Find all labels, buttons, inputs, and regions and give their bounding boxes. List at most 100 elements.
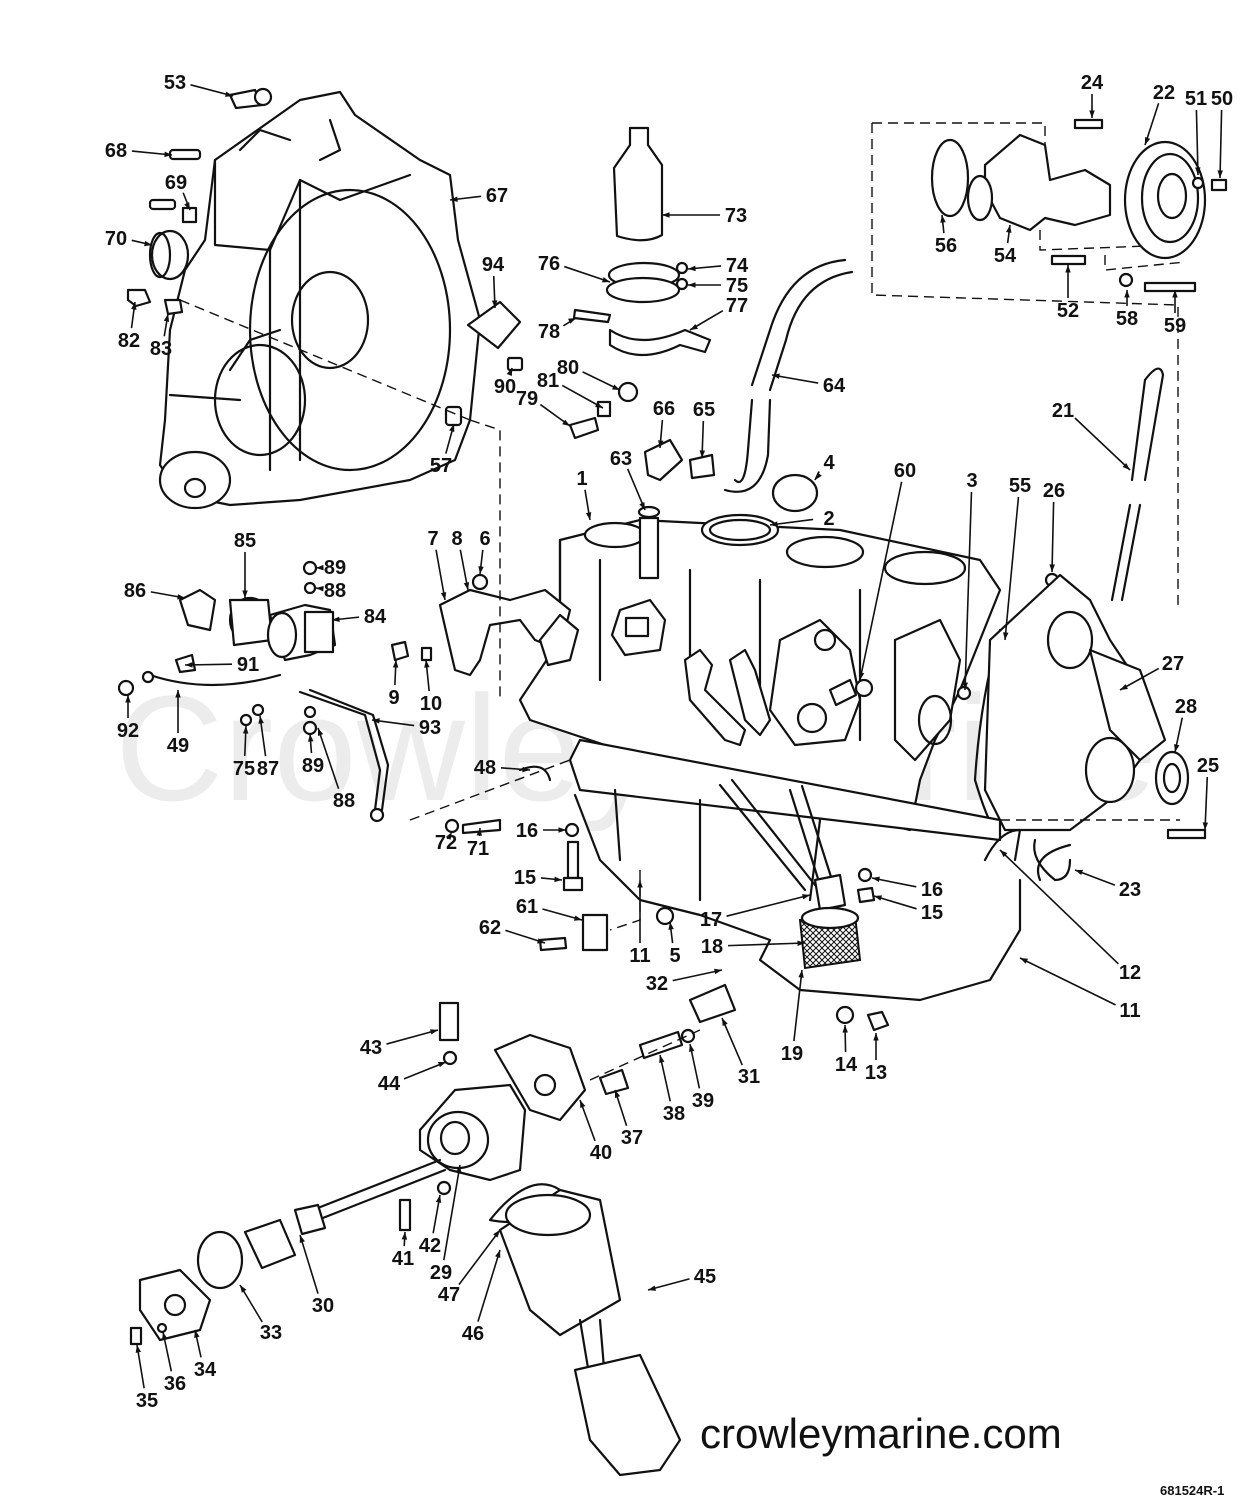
callout-label: 15 xyxy=(921,902,943,924)
callout-arrowhead xyxy=(175,690,181,698)
callout-leader xyxy=(403,1061,447,1080)
callout-arrowhead xyxy=(438,1062,446,1068)
callout-label: 64 xyxy=(823,375,846,397)
manifold-drawing xyxy=(438,573,580,677)
callout-leader xyxy=(443,1164,461,1261)
callout-label: 44 xyxy=(378,1073,401,1095)
callout-label: 5 xyxy=(669,945,680,967)
callout-label: 72 xyxy=(435,832,457,854)
callout-arrowhead xyxy=(225,91,233,97)
callout-label: 89 xyxy=(302,755,324,777)
callout-label: 71 xyxy=(467,838,489,860)
callout-leader xyxy=(964,491,973,691)
callout-arrowhead xyxy=(602,277,610,283)
callout-arrowhead xyxy=(874,895,882,901)
callout-arrowhead xyxy=(1065,265,1071,273)
callout-arrowhead xyxy=(240,1285,247,1293)
hose-drawing xyxy=(723,258,854,513)
callout-arrowhead xyxy=(568,318,576,324)
callout-arrowhead xyxy=(424,660,430,668)
callout-label: 78 xyxy=(538,321,560,343)
callout-label: 93 xyxy=(419,717,441,739)
callout-label: 80 xyxy=(557,357,579,379)
callout-leader xyxy=(184,663,233,666)
callout-arrowhead xyxy=(1202,822,1209,830)
callout-arrowhead xyxy=(1174,744,1180,752)
callout-label: 60 xyxy=(894,460,916,482)
callout-arrowhead xyxy=(1120,684,1128,690)
callout-arrowhead xyxy=(858,672,865,680)
callout-label: 28 xyxy=(1175,696,1197,718)
callout-leader xyxy=(1074,417,1131,471)
callout-label: 7 xyxy=(427,528,438,550)
callout-label: 47 xyxy=(438,1284,460,1306)
callout-leader xyxy=(1051,501,1055,573)
callout-leader xyxy=(793,969,803,1042)
callout-label: 1 xyxy=(576,468,587,490)
callout-label: 94 xyxy=(482,254,505,276)
callout-arrowhead xyxy=(554,876,562,883)
callout-label: 54 xyxy=(994,245,1017,267)
callout-arrowhead xyxy=(699,450,706,458)
callout-arrowhead xyxy=(1144,137,1151,145)
callout-leader xyxy=(317,727,340,789)
callout-arrowhead xyxy=(184,202,190,210)
callout-arrowhead xyxy=(392,660,399,668)
callout-arrowhead xyxy=(491,300,498,308)
callout-leader xyxy=(689,1043,701,1089)
callout-label: 61 xyxy=(516,896,538,918)
callout-arrowhead xyxy=(690,324,698,330)
callout-arrowhead xyxy=(658,440,664,448)
callout-arrowhead xyxy=(842,1025,848,1033)
callout-arrowhead xyxy=(435,1195,442,1203)
callout-label: 91 xyxy=(237,654,259,676)
callout-arrowhead xyxy=(689,1044,695,1052)
callout-label: 79 xyxy=(516,388,538,410)
callout-label: 67 xyxy=(486,185,508,207)
oil-pan-drawing xyxy=(568,738,1072,1002)
callout-leader xyxy=(564,265,611,283)
callout-arrowhead xyxy=(562,419,570,426)
callout-label: 8 xyxy=(451,528,462,550)
callout-label: 40 xyxy=(590,1142,612,1164)
callout-arrowhead xyxy=(307,734,314,742)
callout-arrowhead xyxy=(242,726,249,734)
callout-leader xyxy=(1219,109,1223,179)
callout-label: 82 xyxy=(118,330,140,352)
callout-arrowhead xyxy=(1122,462,1130,470)
callout-label: 92 xyxy=(117,720,139,742)
callout-label: 31 xyxy=(738,1066,760,1088)
callout-arrowhead xyxy=(612,384,620,390)
callout-arrowhead xyxy=(463,582,470,590)
callout-label: 75 xyxy=(233,758,255,780)
callout-arrowhead xyxy=(648,1285,656,1291)
callout-arrowhead xyxy=(455,1165,462,1173)
callout-arrowhead xyxy=(493,1230,500,1238)
callout-arrowhead xyxy=(316,586,324,592)
callout-label: 65 xyxy=(693,399,715,421)
callout-arrowhead xyxy=(1075,869,1083,876)
callout-label: 21 xyxy=(1052,400,1074,422)
starter-side-parts xyxy=(117,560,552,823)
callout-arrowhead xyxy=(317,728,324,736)
callout-label: 87 xyxy=(257,758,279,780)
callout-label: 16 xyxy=(921,879,943,901)
callout-arrowhead xyxy=(162,1332,168,1340)
callout-label: 26 xyxy=(1043,480,1065,502)
callout-arrowhead xyxy=(798,970,804,978)
callout-label: 23 xyxy=(1119,879,1141,901)
callout-leader xyxy=(771,374,819,384)
callout-arrowhead xyxy=(1020,958,1028,964)
callout-arrowhead xyxy=(440,592,447,600)
callout-arrowhead xyxy=(258,716,264,724)
callout-arrowhead xyxy=(558,827,566,833)
callout-label: 4 xyxy=(823,452,835,474)
callout-arrowhead xyxy=(194,1330,200,1338)
timing-cover-drawing xyxy=(973,573,1207,840)
callout-label: 57 xyxy=(430,455,452,477)
callout-arrowhead xyxy=(770,521,778,527)
callout-arrowhead xyxy=(449,424,455,432)
pan-fasteners xyxy=(444,818,1072,1032)
callout-arrowhead xyxy=(688,282,696,288)
callout-leader xyxy=(299,1234,319,1294)
